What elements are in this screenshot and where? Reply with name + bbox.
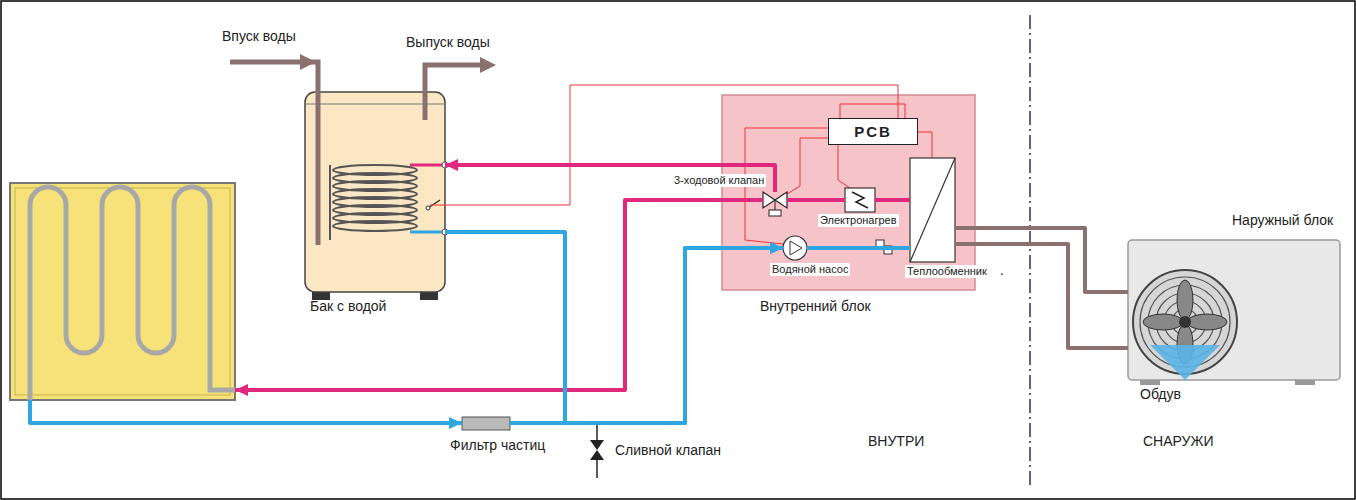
radiator: Радиатор: [10, 183, 235, 400]
pipe-connector: [875, 200, 910, 201]
water-pipes: [230, 54, 496, 245]
node-label: PCB: [854, 123, 892, 140]
divider-line: [1029, 15, 1031, 485]
node-label: Водяной насос: [770, 263, 850, 276]
pipe-connector: [807, 248, 910, 249]
radiator-drawing: [10, 183, 235, 400]
airflow-label: Обдув: [1140, 386, 1181, 402]
pipe-connector: [445, 159, 775, 192]
node-label: Наружный блок: [1232, 212, 1333, 228]
pipe-connector: [955, 228, 1128, 292]
indoor-unit: Внутренний блокPCB3-ходовой клапанЭлектр…: [722, 95, 975, 290]
electric-heater: Электронагрев: [845, 188, 875, 212]
pipe-connector: [787, 200, 845, 201]
zone-label: СНАРУЖИ: [1143, 433, 1213, 449]
inlet-label: Впуск воды: [222, 28, 296, 44]
three-way-valve: 3-ходовой клапан: [763, 192, 787, 208]
node-label: Бак с водой: [310, 298, 386, 314]
particle-filter: Фильтр частиц: [462, 417, 510, 430]
drain-valve: Сливной клапан: [589, 440, 605, 460]
outdoor-unit-drawing: [1128, 240, 1340, 385]
node-label: Внутренний блок: [760, 298, 871, 314]
control-wires: [430, 85, 932, 244]
pcb-box: PCB: [828, 118, 918, 145]
pipe-connector: [445, 232, 783, 423]
node-label: Теплообменник: [905, 265, 989, 278]
node-label: Сливной клапан: [615, 442, 721, 458]
pipe-connector: [30, 400, 462, 429]
filter-symbol: [462, 417, 510, 430]
outlet-label: Выпуск воды: [406, 34, 490, 50]
components: [763, 158, 955, 262]
heat-exchanger: Теплообменник: [910, 158, 955, 262]
drain-valve-symbol: [590, 423, 604, 478]
water-tank: Бак с водой: [305, 92, 445, 292]
zone-label: ВНУТРИ: [868, 433, 924, 449]
tank-drawing: [305, 92, 448, 300]
outdoor-unit: Наружный блок: [1128, 240, 1340, 380]
water-pump: Водяной насос: [783, 236, 807, 260]
node-label: 3-ходовой клапан: [672, 174, 766, 187]
indoor-unit-housing: [722, 95, 975, 290]
dot-mark: .: [1000, 262, 1004, 278]
pipe-connector: [510, 242, 783, 423]
pipe-connector: [955, 244, 1128, 348]
node-label: Фильтр частиц: [450, 437, 545, 453]
node-label: Электронагрев: [818, 214, 899, 227]
